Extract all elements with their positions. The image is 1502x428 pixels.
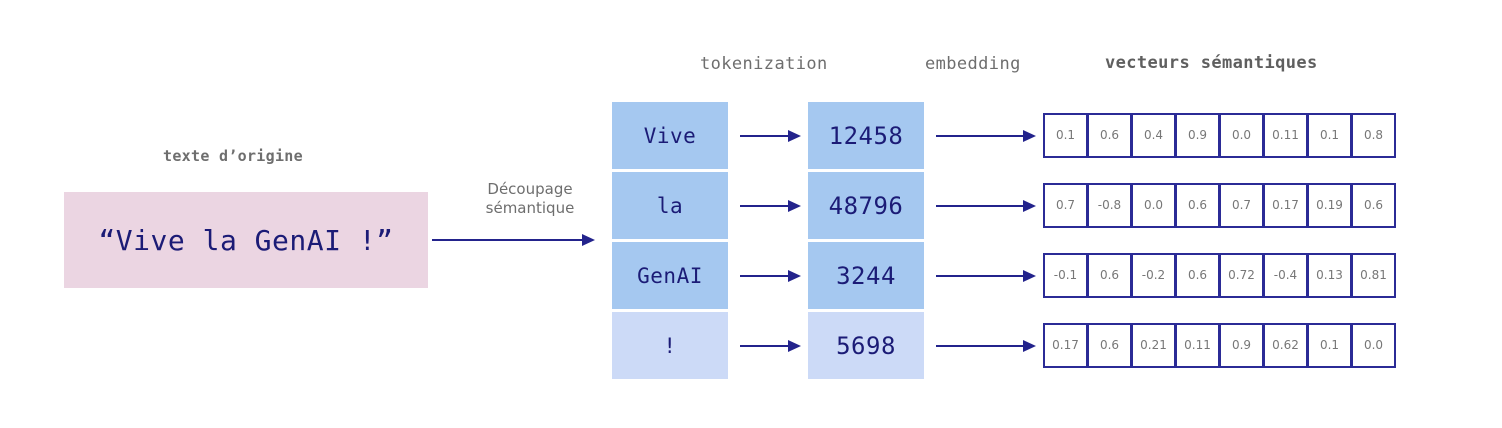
vector-cell: -0.2	[1131, 252, 1176, 298]
vector-cell: 0.6	[1351, 182, 1396, 228]
arrow-head	[788, 199, 801, 212]
arrow-shaft	[936, 344, 1023, 347]
vector-cell: 0.7	[1219, 182, 1264, 228]
vector-cell: -0.8	[1087, 182, 1132, 228]
token-id-cell: 3244	[808, 242, 924, 309]
vector-cell: 0.6	[1175, 182, 1220, 228]
vector-cell: 0.1	[1043, 112, 1088, 158]
decoupage-line-2: sémantique	[485, 199, 575, 217]
arrow-shaft	[432, 239, 582, 241]
vector-cell: 0.6	[1087, 322, 1132, 368]
header-tokenization: tokenization	[700, 54, 828, 74]
vector-cell: -0.4	[1263, 252, 1308, 298]
arrow-head	[1023, 339, 1036, 352]
token-cell: la	[612, 172, 728, 239]
token-cell: !	[612, 312, 728, 379]
header-vecteurs-semantiques: vecteurs sémantiques	[1105, 53, 1318, 73]
vector-cell: 0.0	[1131, 182, 1176, 228]
vector-cell: 0.13	[1307, 252, 1352, 298]
arrow-source-to-tokens	[432, 233, 595, 247]
vector-cell: 0.4	[1131, 112, 1176, 158]
arrow-head	[788, 129, 801, 142]
arrow-head	[1023, 199, 1036, 212]
vector-cell: 0.11	[1175, 322, 1220, 368]
arrow-shaft	[936, 134, 1023, 137]
arrow-head	[582, 234, 595, 246]
vector-cell: 0.1	[1307, 322, 1352, 368]
header-embedding: embedding	[925, 54, 1021, 74]
vector-cell: 0.8	[1351, 112, 1396, 158]
token-id-cell: 5698	[808, 312, 924, 379]
arrow-head	[1023, 129, 1036, 142]
token-id-cell: 48796	[808, 172, 924, 239]
vector-cell: 0.62	[1263, 322, 1308, 368]
vector-cell: 0.1	[1307, 112, 1352, 158]
vector-cell: 0.6	[1175, 252, 1220, 298]
vector-cell: 0.81	[1351, 252, 1396, 298]
vector-cell: 0.17	[1263, 182, 1308, 228]
label-decoupage-semantique: Découpage sémantique	[470, 180, 590, 218]
vector-cell: 0.0	[1219, 112, 1264, 158]
vector-cell: 0.9	[1175, 112, 1220, 158]
vector-cell: 0.9	[1219, 322, 1264, 368]
source-text: “Vive la GenAI !”	[98, 223, 394, 257]
vector-cell: 0.7	[1043, 182, 1088, 228]
vector-cell: 0.19	[1307, 182, 1352, 228]
arrow-shaft	[936, 204, 1023, 207]
arrow-shaft	[740, 134, 788, 137]
vector-cell: 0.6	[1087, 112, 1132, 158]
arrow-shaft	[740, 274, 788, 277]
token-cell: Vive	[612, 102, 728, 169]
vector-cell: 0.21	[1131, 322, 1176, 368]
vector-cell: 0.11	[1263, 112, 1308, 158]
arrow-head	[788, 269, 801, 282]
vector-cell: 0.0	[1351, 322, 1396, 368]
label-texte-d-origine: texte d’origine	[163, 147, 303, 165]
vector-cell: 0.72	[1219, 252, 1264, 298]
token-id-cell: 12458	[808, 102, 924, 169]
arrow-shaft	[740, 204, 788, 207]
source-text-box: “Vive la GenAI !”	[64, 192, 428, 288]
arrow-head	[788, 339, 801, 352]
arrow-shaft	[936, 274, 1023, 277]
arrow-shaft	[740, 344, 788, 347]
decoupage-line-1: Découpage	[487, 180, 573, 198]
arrow-head	[1023, 269, 1036, 282]
vector-cell: -0.1	[1043, 252, 1088, 298]
vector-cell: 0.17	[1043, 322, 1088, 368]
vector-cell: 0.6	[1087, 252, 1132, 298]
token-cell: GenAI	[612, 242, 728, 309]
